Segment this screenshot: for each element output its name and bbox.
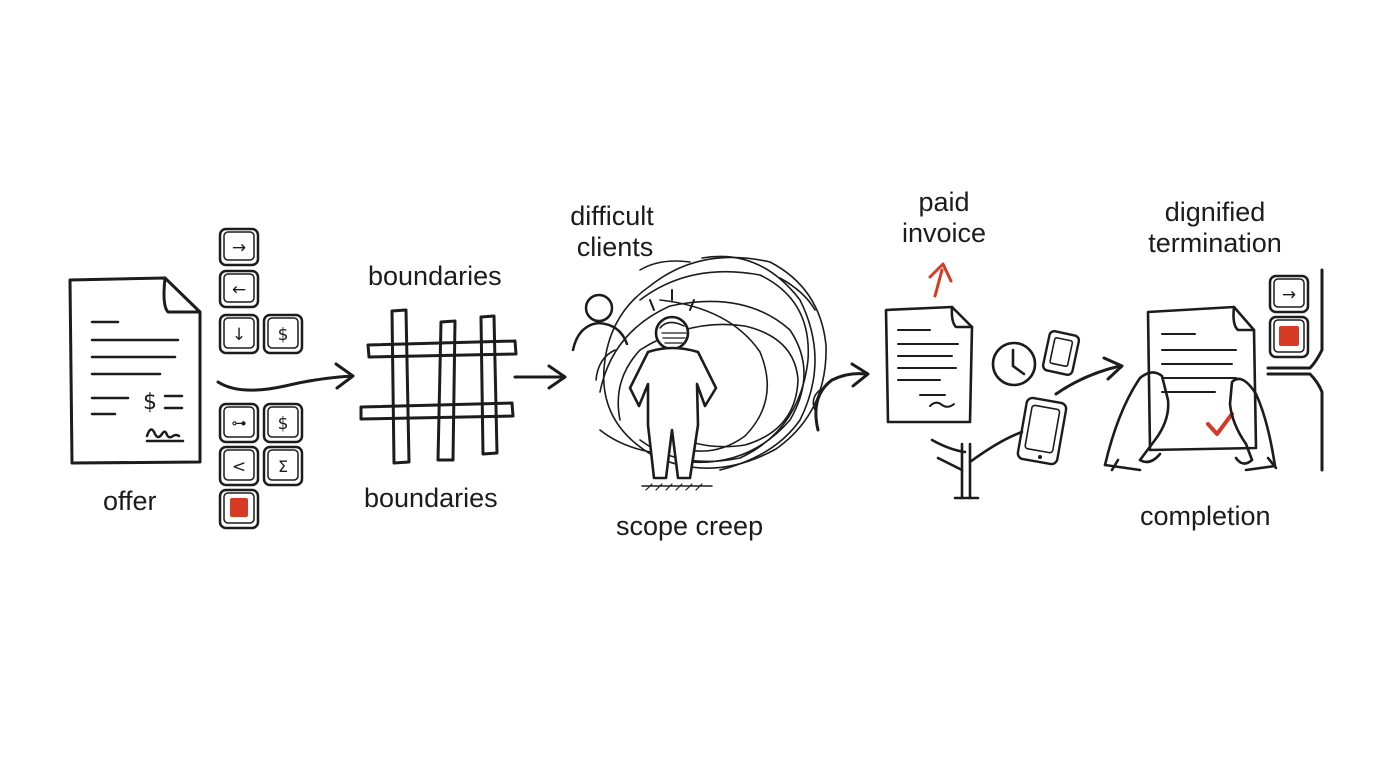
difficult-clients-label-line2: clients <box>576 232 654 262</box>
large-phone-icon <box>1016 396 1068 466</box>
dignified-termination-label-line1: dignified <box>1164 197 1266 227</box>
arrow-scope-to-invoice <box>814 362 870 432</box>
payment-stand-icon <box>930 430 1024 500</box>
key-column-bottom: ⊶ $ < Σ <box>218 402 304 530</box>
boundaries-top-label: boundaries <box>368 261 502 291</box>
key-left-arrow: ← <box>232 280 246 300</box>
key-less-than: < <box>232 457 246 477</box>
invoice-document-icon <box>884 305 974 424</box>
key-dollar-2: $ <box>278 414 289 434</box>
hashtag-boundaries-icon <box>359 308 518 465</box>
key-link: ⊶ <box>232 414 247 432</box>
paid-invoice-label-line2: invoice <box>901 218 987 248</box>
dignified-termination-label-line2: termination <box>1148 228 1282 258</box>
arrow-invoice-to-completion <box>1054 356 1124 396</box>
completion-document-icon <box>1146 305 1258 452</box>
completion-label: completion <box>1140 501 1271 531</box>
hands-icon <box>1103 371 1278 472</box>
red-stop-key-icon <box>230 498 248 517</box>
boundaries-bottom-label: boundaries <box>364 483 498 513</box>
red-up-arrow-icon <box>928 262 953 298</box>
key-down-arrow: ↓ <box>232 325 246 345</box>
red-checkmark-icon <box>1206 412 1234 436</box>
paid-invoice-label-line1: paid <box>918 187 970 217</box>
red-stop-key-icon-2 <box>1279 326 1299 346</box>
exit-bracket-icon <box>1266 268 1324 472</box>
right-key-stack: → <box>1268 274 1310 359</box>
key-right-arrow: → <box>232 238 246 258</box>
key-sigma: Σ <box>278 457 288 476</box>
key-column-top: → ← ↓ $ <box>218 227 304 355</box>
clock-icon <box>991 341 1037 387</box>
scope-creep-label: scope creep <box>616 511 764 541</box>
arrow-offer-to-boundaries <box>216 362 355 392</box>
offer-document-icon: $ <box>68 276 202 465</box>
key-right-arrow-2: → <box>1282 285 1296 305</box>
difficult-clients-label-line1: difficult <box>570 201 654 231</box>
scope-creep-scribble <box>595 255 827 471</box>
small-phone-icon <box>1041 330 1081 376</box>
offer-label: offer <box>103 486 157 516</box>
key-dollar: $ <box>278 325 289 345</box>
arrow-boundaries-to-clients <box>513 364 567 390</box>
dollar-icon: $ <box>143 390 157 415</box>
standing-person-icon <box>628 289 718 491</box>
client-person-icon <box>571 293 629 352</box>
